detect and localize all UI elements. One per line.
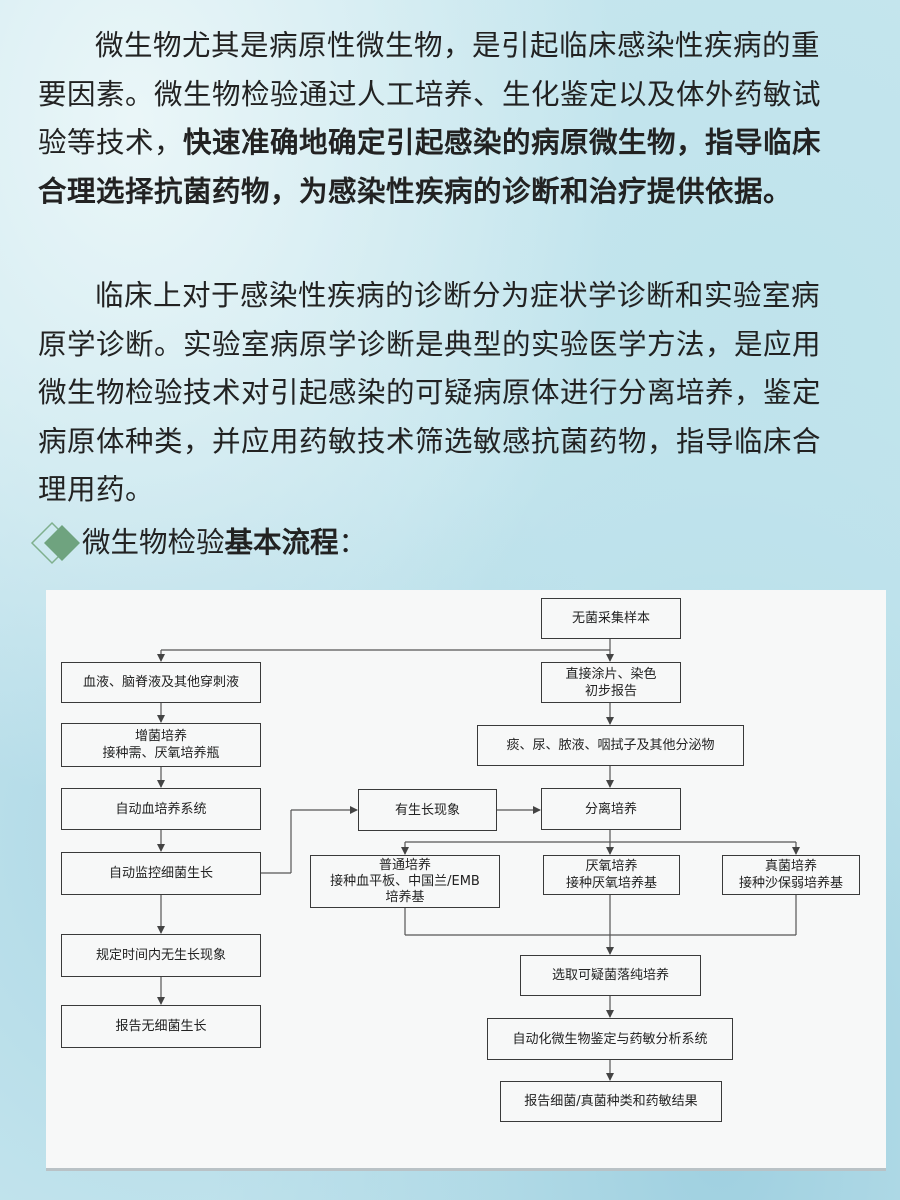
flowchart: 无菌采集样本 血液、脑脊液及其他穿刺液 增菌培养 接种需、厌氧培养瓶 自动血培养… <box>46 590 886 1168</box>
isolation-culture-box: 分离培养 <box>541 788 681 830</box>
report-results-box: 报告细菌/真菌种类和药敏结果 <box>500 1081 722 1122</box>
normal-culture-label: 普通培养 <box>378 857 431 873</box>
pure-culture-label: 选取可疑菌落纯培养 <box>551 968 669 983</box>
direct-smear-sublabel: 初步报告 <box>584 683 637 699</box>
intro-paragraph-1-bold: 快速准确地确定引起感染的病原微生物，指导临床合理选择抗菌药物，为感染性疾病的诊断… <box>38 126 822 208</box>
diamond-bullet-icon <box>30 521 80 565</box>
report-no-bacteria-label: 报告无细菌生长 <box>115 1019 207 1034</box>
fungal-culture-box: 真菌培养 接种沙保弱培养基 <box>722 855 860 895</box>
isolation-culture-label: 分离培养 <box>584 801 637 817</box>
fungal-culture-label: 真菌培养 <box>764 859 817 874</box>
enrichment-culture-label: 增菌培养 <box>134 729 187 744</box>
enrichment-culture-sublabel: 接种需、厌氧培养瓶 <box>102 746 220 761</box>
auto-blood-culture-box: 自动血培养系统 <box>61 788 261 830</box>
no-growth-box: 规定时间内无生长现象 <box>61 934 261 977</box>
sample-collection-box: 无菌采集样本 <box>541 598 681 639</box>
secretions-label: 痰、尿、脓液、咽拭子及其他分泌物 <box>506 738 715 753</box>
direct-smear-label: 直接涂片、染色 <box>565 666 657 682</box>
body-fluids-box: 血液、脑脊液及其他穿刺液 <box>61 662 261 703</box>
fungal-culture-sublabel: 接种沙保弱培养基 <box>738 876 843 891</box>
intro-paragraph-2: 临床上对于感染性疾病的诊断分为症状学诊断和实验室病原学诊断。实验室病原学诊断是典… <box>38 279 822 506</box>
normal-culture-sublabel: 接种血平板、中国兰/EMB <box>330 873 480 889</box>
report-results-label: 报告细菌/真菌种类和药敏结果 <box>524 1094 698 1109</box>
anaerobic-culture-label: 厌氧培养 <box>585 859 638 874</box>
normal-culture-box: 普通培养 接种血平板、中国兰/EMB 培养基 <box>310 855 500 908</box>
report-no-bacteria-box: 报告无细菌生长 <box>61 1005 261 1048</box>
secretions-box: 痰、尿、脓液、咽拭子及其他分泌物 <box>477 725 744 766</box>
anaerobic-culture-sublabel: 接种厌氧培养基 <box>565 876 657 891</box>
auto-monitor-box: 自动监控细菌生长 <box>61 852 261 895</box>
intro-paragraph-1: 微生物尤其是病原性微生物，是引起临床感染性疾病的重要因素。微生物检验通过人工培养… <box>38 22 848 216</box>
anaerobic-culture-box: 厌氧培养 接种厌氧培养基 <box>543 855 680 895</box>
auto-identification-box: 自动化微生物鉴定与药敏分析系统 <box>487 1018 733 1060</box>
sample-collection-label: 无菌采集样本 <box>571 611 650 626</box>
section-heading-colon: ： <box>338 526 368 559</box>
intro-paragraph-1-lead: 微生物尤其是病原性微生物，是引起临床感染性疾病的重要因素。微生物检验通过人工培养… <box>38 29 822 159</box>
pure-culture-box: 选取可疑菌落纯培养 <box>520 955 701 996</box>
growth-observed-label: 有生长现象 <box>394 802 460 818</box>
flowchart-connectors <box>157 639 800 1081</box>
normal-culture-sublabel-2: 培养基 <box>385 889 425 905</box>
no-growth-label: 规定时间内无生长现象 <box>95 948 226 963</box>
body-fluids-label: 血液、脑脊液及其他穿刺液 <box>82 675 239 690</box>
auto-monitor-label: 自动监控细菌生长 <box>108 866 213 881</box>
direct-smear-box: 直接涂片、染色 初步报告 <box>541 662 681 703</box>
section-heading-normal: 微生物检验 <box>82 526 225 559</box>
auto-identification-label: 自动化微生物鉴定与药敏分析系统 <box>512 1031 708 1047</box>
enrichment-culture-box: 增菌培养 接种需、厌氧培养瓶 <box>61 723 261 767</box>
section-heading-bold: 基本流程 <box>224 526 339 559</box>
growth-observed-box: 有生长现象 <box>358 789 497 831</box>
auto-blood-culture-label: 自动血培养系统 <box>115 801 207 817</box>
